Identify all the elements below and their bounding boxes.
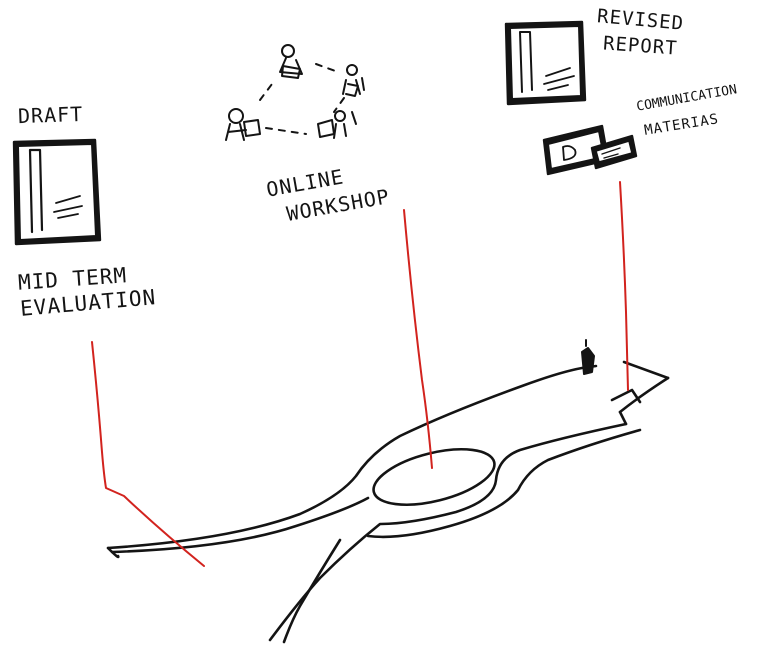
timeline-markers <box>92 182 628 566</box>
communication-materials-icon <box>544 126 636 174</box>
journey-road <box>108 362 668 642</box>
workshop-participants-icon <box>226 45 364 140</box>
draft-report-icon <box>14 140 100 244</box>
traveller-figure <box>582 340 594 374</box>
workshop-marker-line <box>404 210 432 468</box>
revised-report-icon <box>506 22 585 104</box>
draft-label: DRAFT <box>18 103 84 127</box>
midterm-marker-line <box>92 342 204 566</box>
revised-report-marker-line <box>620 182 628 390</box>
